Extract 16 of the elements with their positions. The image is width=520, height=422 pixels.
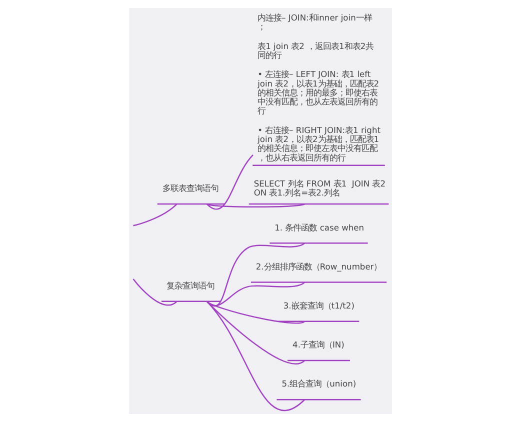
connector — [206, 154, 253, 210]
node-text: 4.子查询（IN) — [292, 340, 344, 350]
node-text: 多联表查询语句 — [162, 183, 218, 194]
node-text: 内连接– JOIN:和inner join一样； 表1 join 表2 ，返回表1和表2共同的行 • 左连接– LEFT JOIN: 表1 left join 表2，以表1为基础，匹配表2的相关信息；用的最多；即使右表中没有匹配，也从左表返回所有的行 • 右连接– RIGHT JOIN:表1 right join 表2，以表2为基础，匹配表1的相关信息；即使左表中没有匹配，也从右表返回所有的行 — [257, 12, 380, 162]
connector — [206, 300, 304, 324]
connector — [206, 301, 304, 411]
connector — [132, 278, 177, 306]
node-text: 2.分组排序函数（Row_number） — [255, 261, 382, 272]
connector — [206, 300, 304, 364]
node-text: 3.嵌套查询（t1/t2) — [282, 300, 354, 310]
node-text: 复杂查询语句 — [166, 280, 214, 291]
node-text: 1. 条件函数 case when — [274, 222, 364, 232]
node-text: 5.组合查询（union) — [281, 378, 356, 389]
node-text: SELECT 列名 FROM 表1 JOIN 表2 ON 表1.列名=表2.列名 — [253, 178, 386, 198]
connector — [132, 204, 177, 226]
connector — [206, 203, 304, 208]
